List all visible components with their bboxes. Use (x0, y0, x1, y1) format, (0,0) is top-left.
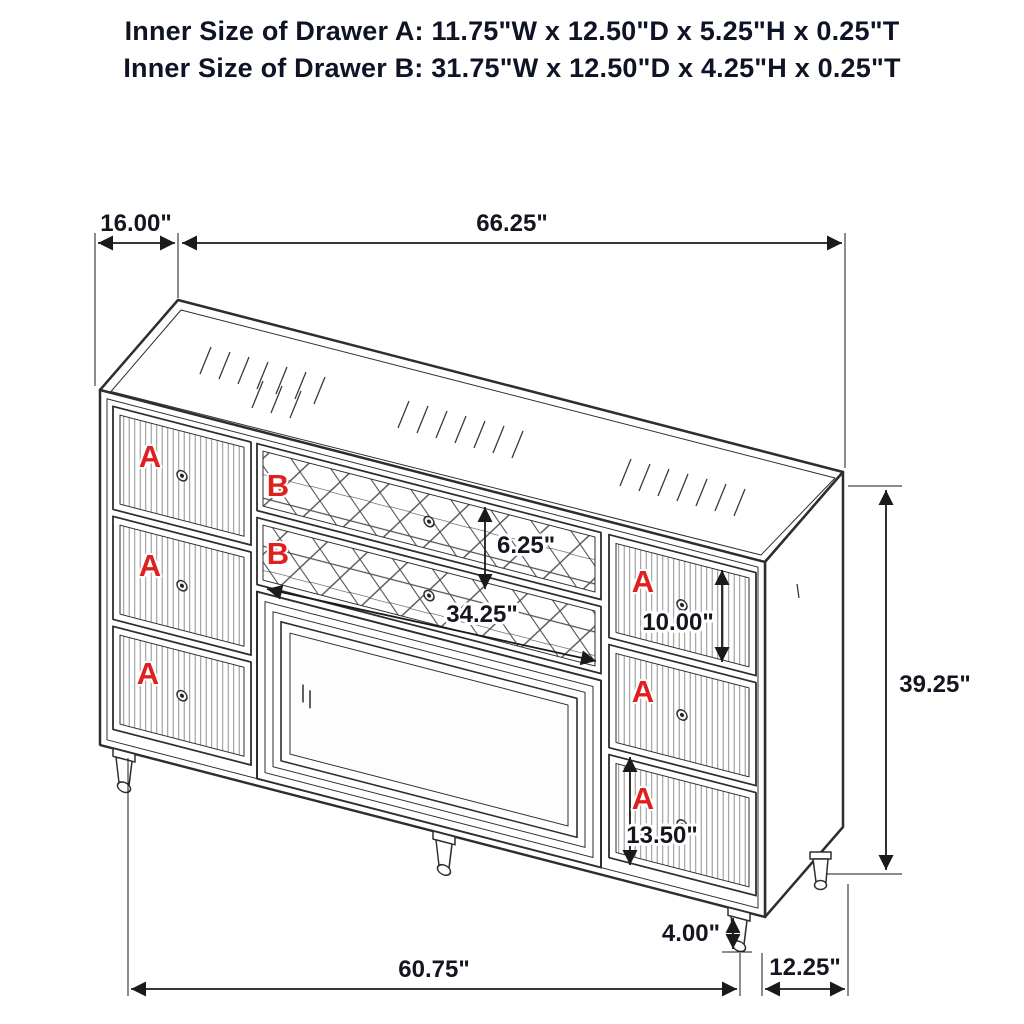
dim-top-depth: 16.00" (94, 207, 179, 386)
front-right-leg (727, 906, 751, 953)
letter-a-right-2: A (632, 674, 654, 709)
dimension-annotations: 16.00" 66.25" 6.25" 34.25" 10.00" (94, 207, 974, 997)
dim-right-top-drawer-height-label: 10.00" (642, 609, 713, 636)
dim-overall-height-label: 39.25" (899, 671, 970, 698)
letter-a-left-2: A (139, 548, 161, 583)
dim-base-depth-label: 12.25" (769, 954, 840, 981)
drawer-a-left-3 (112, 625, 252, 766)
dim-top-width: 66.25" (182, 207, 846, 468)
back-right-leg (809, 851, 832, 891)
letter-a-left-1: A (139, 439, 161, 474)
dim-base-width-label: 60.75" (398, 956, 469, 983)
title-line-1: Inner Size of Drawer A: 11.75"W x 12.50"… (124, 16, 900, 46)
front-center-leg (432, 830, 456, 877)
dim-b-drawer-height-label: 6.25" (497, 532, 555, 559)
dim-right-top-drawer-height: 10.00" (639, 570, 730, 662)
letter-a-left-3: A (137, 656, 159, 691)
dim-leg-height: 4.00" (659, 917, 752, 953)
letter-a-right-1: A (632, 564, 654, 599)
letter-a-right-3: A (632, 781, 654, 816)
dim-right-bottom-drawer-height-label: 13.50" (626, 822, 697, 849)
dim-base-depth: 12.25" (761, 884, 849, 997)
dim-right-bottom-drawer-height: 13.50" (622, 757, 701, 865)
drawer-a-left-2 (112, 515, 252, 656)
drawer-a-right-2 (608, 643, 757, 787)
drawer-b-1 (256, 442, 602, 601)
drawer-a-right-3 (608, 753, 757, 897)
cabinet (98, 298, 845, 953)
top-sheen-marks (199, 346, 746, 517)
title-line-2: Inner Size of Drawer B: 31.75"W x 12.50"… (123, 53, 901, 83)
front-left-leg (112, 747, 136, 794)
title-block: Inner Size of Drawer A: 11.75"W x 12.50"… (0, 13, 1024, 87)
dim-b-drawer-height: 6.25" (477, 507, 558, 589)
dim-overall-height: 39.25" (826, 485, 974, 875)
letter-b-2: B (267, 536, 289, 571)
letter-b-1: B (267, 468, 289, 503)
dim-leg-height-label: 4.00" (662, 920, 720, 947)
dim-b-drawer-width: 34.25" (266, 584, 597, 666)
drawer-letters: A A A B B A A A (135, 437, 656, 818)
dim-base-width: 60.75" (127, 758, 741, 997)
dim-top-depth-label: 16.00" (100, 210, 171, 237)
drawer-a-left-1 (112, 405, 252, 546)
dim-b-drawer-width-label: 34.25" (446, 601, 517, 628)
dim-top-width-label: 66.25" (476, 210, 547, 237)
